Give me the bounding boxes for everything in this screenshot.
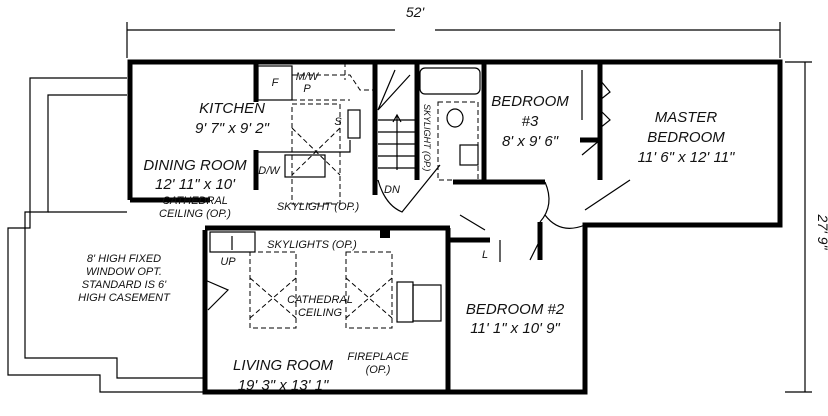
bedroom3-name: BEDROOM — [491, 93, 569, 110]
bathroom-fixtures: SKYLIGHT (OP.) — [419, 67, 481, 181]
window-note-line: 8' HIGH FIXED — [87, 253, 161, 265]
window-note-line: STANDARD IS 6' — [82, 279, 167, 291]
dining-note: CATHEDRAL — [162, 195, 228, 207]
doors — [459, 70, 631, 262]
master-name: MASTER — [655, 109, 718, 126]
master-name-2: BEDROOM — [647, 129, 725, 146]
living-fixtures — [204, 231, 442, 329]
room-master-bedroom: MASTER BEDROOM 11' 6" x 12' 11" — [638, 109, 735, 166]
fireplace-label: FIREPLACE — [347, 351, 409, 363]
sink-label: S — [334, 116, 342, 128]
living-skylights-label: SKYLIGHTS (OP.) — [267, 239, 357, 251]
dining-size: 12' 11" x 10' — [155, 176, 236, 193]
room-bedroom-2: BEDROOM #2 11' 1" x 10' 9" — [466, 301, 565, 337]
dining-note-2: CEILING (OP.) — [159, 208, 231, 220]
window-note-line: WINDOW OPT. — [86, 266, 162, 278]
living-note: CATHEDRAL — [287, 294, 353, 306]
room-living: LIVING ROOM 19' 3" x 13' 1" CATHEDRAL CE… — [233, 294, 353, 394]
kitchen-fixtures — [256, 62, 375, 205]
kitchen-name: KITCHEN — [199, 100, 265, 117]
room-bedroom-3: BEDROOM #3 8' x 9' 6" — [491, 93, 569, 150]
room-dining: DINING ROOM 12' 11" x 10' CATHEDRAL CEIL… — [143, 157, 247, 220]
width-dimension: 52' — [126, 4, 781, 58]
kitchen-skylight-label: SKYLIGHT (OP.) — [277, 201, 360, 213]
depth-label: 27' 9" — [815, 214, 828, 251]
microwave-label: M/W — [296, 71, 320, 83]
bedroom3-number: #3 — [522, 113, 539, 130]
stairs-down-label: DN — [384, 184, 400, 196]
fireplace-optional-label: (OP.) — [366, 364, 391, 376]
master-size: 11' 6" x 12' 11" — [638, 149, 735, 166]
linen-label: L — [482, 249, 488, 261]
stairs: DN — [377, 69, 441, 213]
living-size: 19' 3" x 13' 1" — [238, 377, 329, 394]
depth-dimension: 27' 9" — [785, 61, 828, 393]
bedroom3-size: 8' x 9' 6" — [502, 133, 559, 150]
living-name: LIVING ROOM — [233, 357, 334, 374]
dining-name: DINING ROOM — [143, 157, 247, 174]
bedroom2-size: 11' 1" x 10' 9" — [470, 320, 560, 337]
room-kitchen: KITCHEN 9' 7" x 9' 2" — [195, 100, 270, 137]
dishwasher-label: D/W — [258, 165, 281, 177]
pantry-label: P — [303, 83, 311, 95]
kitchen-size: 9' 7" x 9' 2" — [195, 120, 270, 137]
living-note-2: CEILING — [298, 307, 342, 319]
stairs-up-label: UP — [220, 256, 236, 268]
bath-skylight-label: SKYLIGHT (OP.) — [422, 104, 432, 171]
bedroom2-name: BEDROOM #2 — [466, 301, 565, 318]
window-note-line: HIGH CASEMENT — [78, 292, 171, 304]
fridge-label: F — [272, 77, 280, 89]
deck — [7, 77, 205, 393]
width-label: 52' — [406, 4, 426, 20]
window-note: 8' HIGH FIXED WINDOW OPT. STANDARD IS 6'… — [78, 253, 171, 304]
